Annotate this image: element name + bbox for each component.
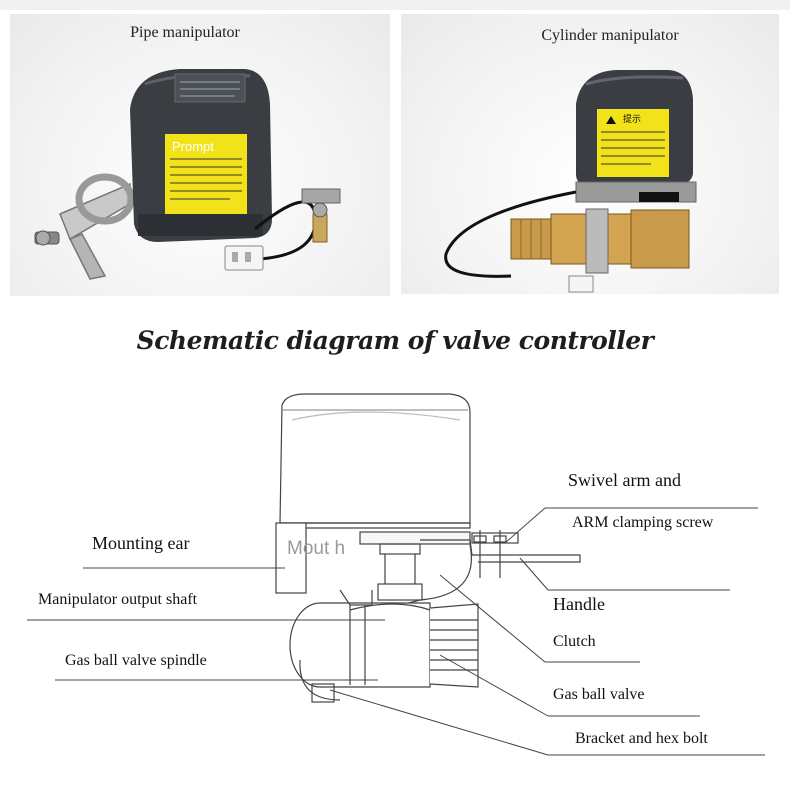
- prompt-text: Prompt: [172, 139, 214, 154]
- label-manipulator-output-shaft: Manipulator output shaft: [38, 591, 198, 608]
- pipe-manipulator-caption: Pipe manipulator: [130, 24, 240, 41]
- cylinder-manipulator-photo: 提示 Cylinder manipulator: [401, 14, 779, 294]
- top-strip: [0, 0, 790, 10]
- cylinder-manipulator-illustration: 提示: [444, 70, 697, 293]
- diagram-title: Schematic diagram of valve controller: [136, 326, 654, 355]
- cylinder-manipulator-caption: Cylinder manipulator: [541, 27, 679, 44]
- label-gas-ball-valve-spindle: Gas ball valve spindle: [65, 652, 207, 669]
- label-swivel-arm: Swivel arm and: [568, 470, 681, 490]
- pipe-manipulator-illustration: Prompt: [34, 69, 341, 280]
- label-handle: Handle: [553, 594, 605, 614]
- label-mouth: Mout h: [287, 538, 346, 559]
- label-arm-clamping-screw: ARM clamping screw: [572, 514, 714, 531]
- pipe-manipulator-photo: Prompt Pipe manipulator: [10, 14, 390, 296]
- label-bracket-hex-bolt: Bracket and hex bolt: [575, 730, 708, 747]
- tip-text: 提示: [623, 114, 641, 125]
- valve-controller-schematic: [27, 393, 765, 756]
- label-mounting-ear: Mounting ear: [92, 533, 190, 553]
- label-clutch: Clutch: [553, 633, 596, 650]
- label-gas-ball-valve: Gas ball valve: [553, 686, 645, 703]
